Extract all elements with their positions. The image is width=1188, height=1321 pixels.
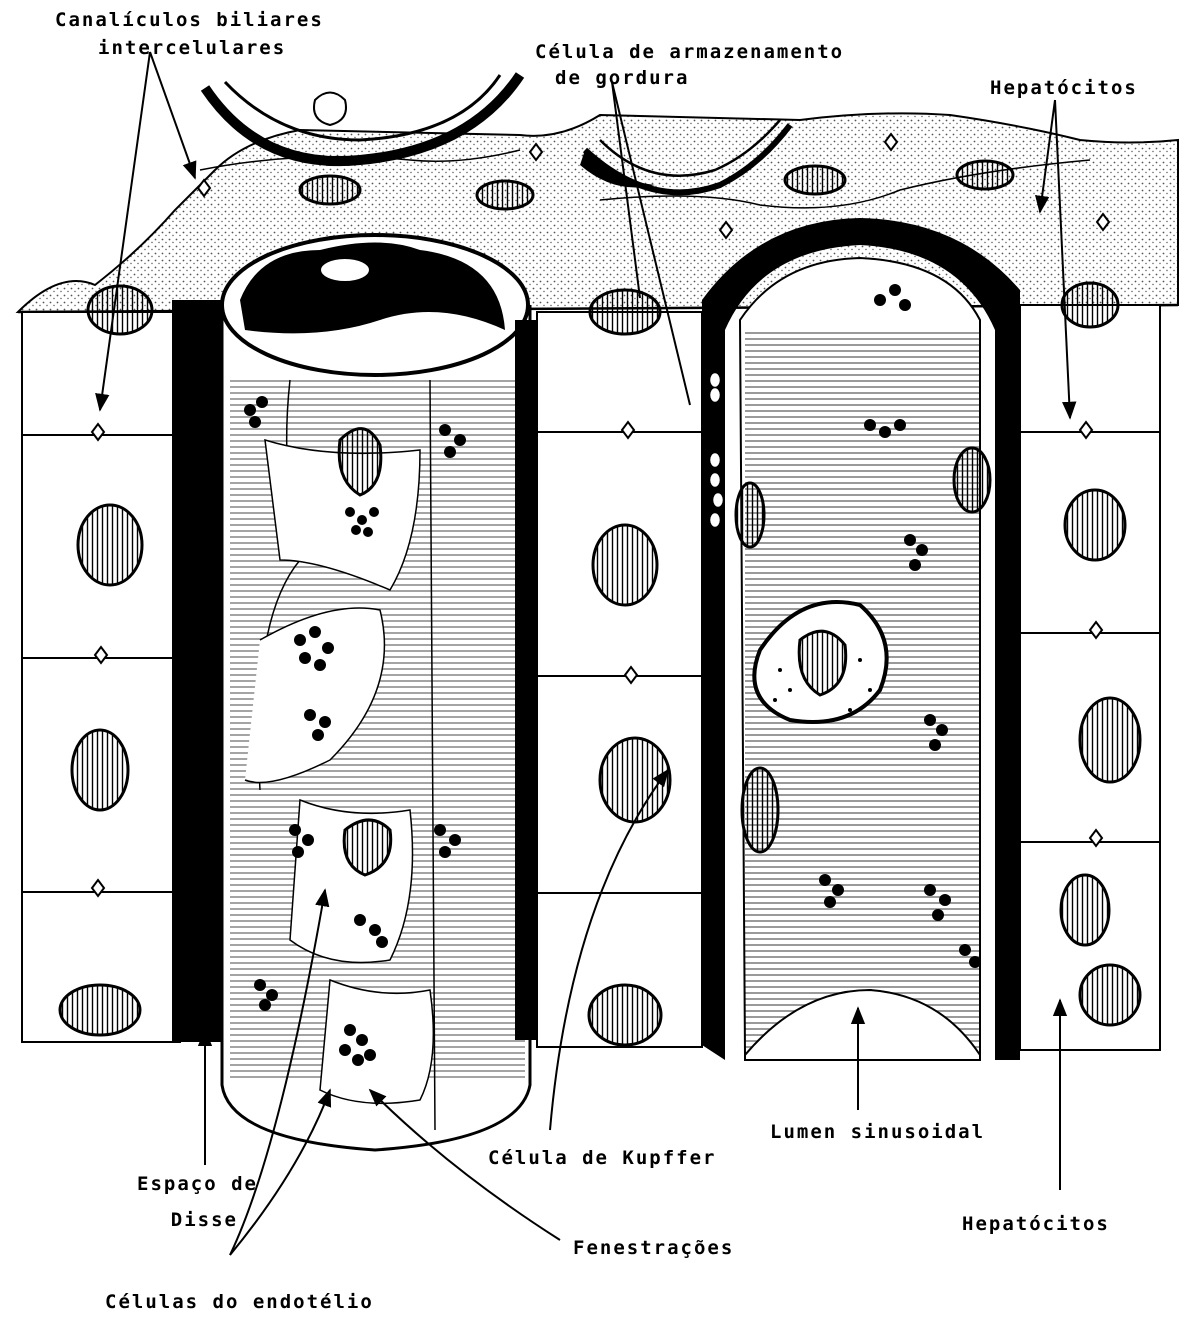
label-celulas-endotelio: Células do endotélio	[105, 1290, 374, 1314]
left-sinusoid-cylinder	[172, 235, 537, 1150]
right-hepatocyte-column	[1020, 283, 1160, 1050]
label-celula-gordura-line1: Célula de armazenamento	[535, 40, 844, 64]
label-hepatocitos-top: Hepatócitos	[990, 76, 1138, 100]
label-hepatocitos-bottom: Hepatócitos	[962, 1212, 1110, 1236]
label-canaliculos-line2: intercelulares	[98, 36, 286, 60]
right-sinusoid-open	[702, 218, 1020, 1060]
label-espaco-disse-line1: Espaço de	[118, 1172, 258, 1196]
middle-hepatocyte-column	[537, 290, 702, 1047]
label-canaliculos-line1: Canalículos biliares	[55, 8, 324, 32]
label-lumen-sinusoidal: Lumen sinusoidal	[770, 1120, 985, 1144]
label-espaco-disse-line2: Disse	[118, 1208, 238, 1232]
label-celula-kupffer: Célula de Kupffer	[488, 1146, 716, 1170]
label-fenestracoes: Fenestrações	[573, 1236, 734, 1260]
label-celula-gordura-line2: de gordura	[555, 66, 689, 90]
